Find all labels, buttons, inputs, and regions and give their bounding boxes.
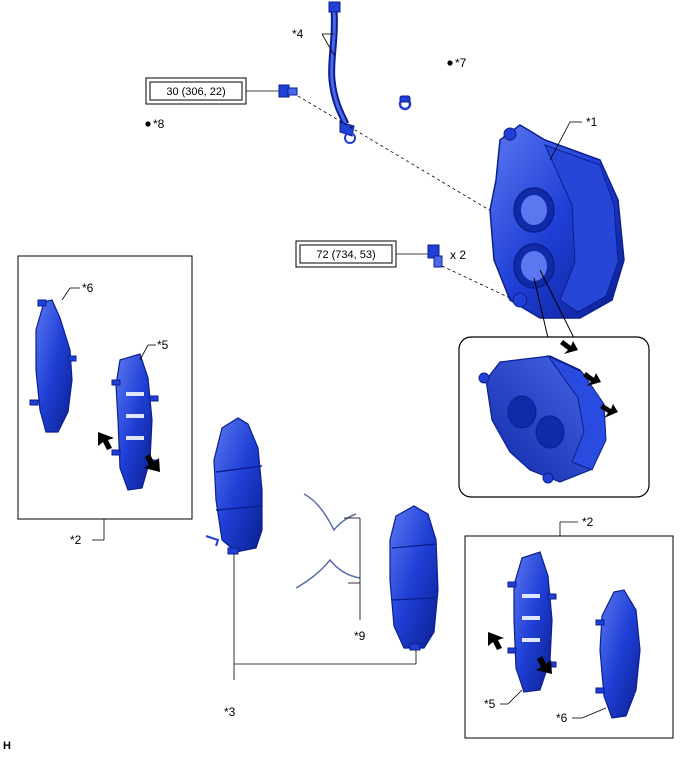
brake-pad-outer [205, 417, 263, 555]
bullet-icon [447, 60, 453, 66]
detail-inset [458, 336, 650, 498]
callout-9: *9 [354, 629, 366, 643]
arrow-icon [98, 432, 114, 450]
torque-box-upper: 30 (306, 22) [145, 77, 247, 105]
pad-support-springs [295, 493, 361, 589]
caliper-bolt-upper [278, 84, 298, 98]
callout-5-right: *5 [484, 697, 496, 711]
brake-caliper [489, 124, 625, 319]
callout-3: *3 [224, 705, 236, 719]
arrow-icon [488, 632, 504, 650]
callout-5-left: *5 [157, 338, 169, 352]
torque-value-upper: 30 (306, 22) [166, 86, 225, 98]
bolt-quantity: x 2 [450, 248, 466, 262]
callout-6-right: *6 [556, 711, 568, 725]
brake-hose [328, 1, 356, 144]
torque-box-lower: 72 (734, 53) [295, 240, 397, 268]
arrow-icon [560, 340, 578, 354]
arrow-icon [536, 656, 552, 674]
caliper-bolt-lower [427, 244, 443, 268]
arrow-icon [144, 454, 160, 472]
brake-pad-inner [389, 505, 439, 651]
callout-4: *4 [292, 27, 304, 41]
bleeder-plug [398, 95, 412, 111]
arrow-icon [600, 404, 618, 418]
callout-6-left: *6 [82, 281, 94, 295]
callout-1: *1 [586, 115, 598, 129]
corner-mark: H [3, 740, 11, 752]
callout-2-left: *2 [70, 533, 82, 547]
torque-value-lower: 72 (734, 53) [316, 249, 375, 261]
shim-kit-left [17, 255, 193, 520]
callout-7: *7 [455, 56, 467, 70]
arrow-icon [583, 372, 601, 386]
bullet-icon [145, 121, 151, 127]
callout-8: *8 [153, 117, 165, 131]
callout-2-right: *2 [582, 515, 594, 529]
